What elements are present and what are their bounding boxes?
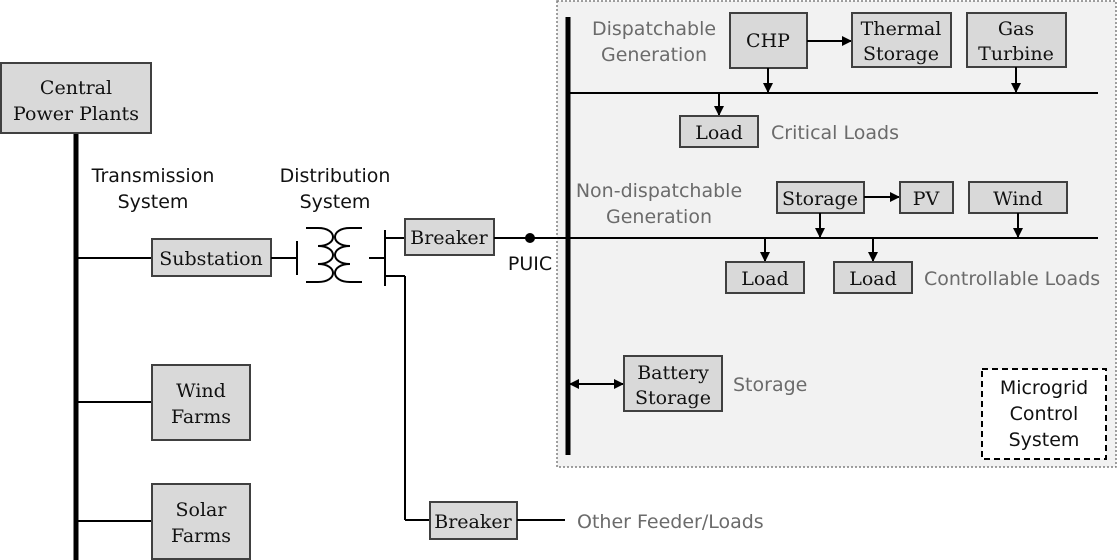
solar-farms-box: Solar Farms: [151, 483, 251, 560]
storage-label: Storage: [782, 188, 858, 210]
thermal-storage-line2: Storage: [863, 43, 939, 65]
breaker-main-box: Breaker: [404, 218, 495, 256]
puic-label: PUIC: [508, 253, 552, 275]
control-line1: Microgrid: [1000, 377, 1088, 399]
chp-box: CHP: [729, 12, 808, 69]
battery-storage-line1: Battery: [637, 362, 709, 384]
wind-box: Wind: [968, 181, 1068, 214]
battery-storage-line2: Storage: [635, 387, 711, 409]
gas-turbine-line2: Turbine: [978, 43, 1054, 65]
transmission-label-1: Transmission: [91, 165, 215, 187]
control-line2: Control: [1010, 403, 1079, 425]
controllable-load-1-label: Load: [741, 268, 789, 290]
critical-loads-label: Critical Loads: [771, 122, 899, 144]
pv-box: PV: [899, 181, 954, 214]
thermal-storage-box: Thermal Storage: [851, 12, 952, 68]
storage-box: Storage: [776, 181, 865, 214]
nondispatchable-label-1: Non-dispatchable: [576, 180, 742, 202]
controllable-load-2-label: Load: [849, 268, 897, 290]
central-power-plants-box: Central Power Plants: [0, 62, 152, 134]
pv-label: PV: [913, 188, 940, 210]
gas-turbine-line1: Gas: [998, 18, 1034, 40]
nondispatchable-label-2: Generation: [606, 206, 712, 228]
controllable-load-box-1: Load: [725, 261, 805, 294]
microgrid-control-box: Microgrid Control System: [981, 368, 1107, 460]
distribution-label-1: Distribution: [280, 165, 391, 187]
substation-label: Substation: [159, 248, 263, 270]
storage-group-label: Storage: [733, 374, 807, 396]
wind-label: Wind: [993, 188, 1043, 210]
substation-box: Substation: [151, 238, 272, 277]
chp-label: CHP: [746, 30, 790, 52]
thermal-storage-line1: Thermal: [861, 18, 942, 40]
breaker-feeder-label: Breaker: [434, 511, 512, 533]
puic-node: [525, 233, 535, 243]
wind-farms-box: Wind Farms: [151, 364, 251, 441]
dispatchable-label-1: Dispatchable: [592, 18, 716, 40]
breaker-feeder-box: Breaker: [429, 501, 518, 540]
breaker-main-label: Breaker: [410, 227, 488, 249]
gas-turbine-box: Gas Turbine: [966, 12, 1067, 68]
transmission-label-2: System: [118, 191, 189, 213]
critical-load-label: Load: [695, 122, 743, 144]
dispatchable-label-2: Generation: [601, 44, 707, 66]
control-line3: System: [1009, 429, 1080, 451]
controllable-load-box-2: Load: [833, 261, 913, 294]
other-feeder-label: Other Feeder/Loads: [577, 511, 764, 533]
critical-load-box: Load: [679, 115, 759, 148]
distribution-label-2: System: [300, 191, 371, 213]
central-line1: Central: [40, 77, 112, 99]
transformer-symbol: [306, 227, 362, 283]
wind-farms-line2: Farms: [171, 406, 231, 428]
central-line2: Power Plants: [13, 103, 139, 125]
solar-farms-line2: Farms: [171, 525, 231, 547]
controllable-loads-label: Controllable Loads: [924, 268, 1100, 290]
battery-storage-box: Battery Storage: [623, 355, 723, 412]
wind-farms-line1: Wind: [176, 380, 226, 402]
solar-farms-line1: Solar: [176, 499, 228, 521]
